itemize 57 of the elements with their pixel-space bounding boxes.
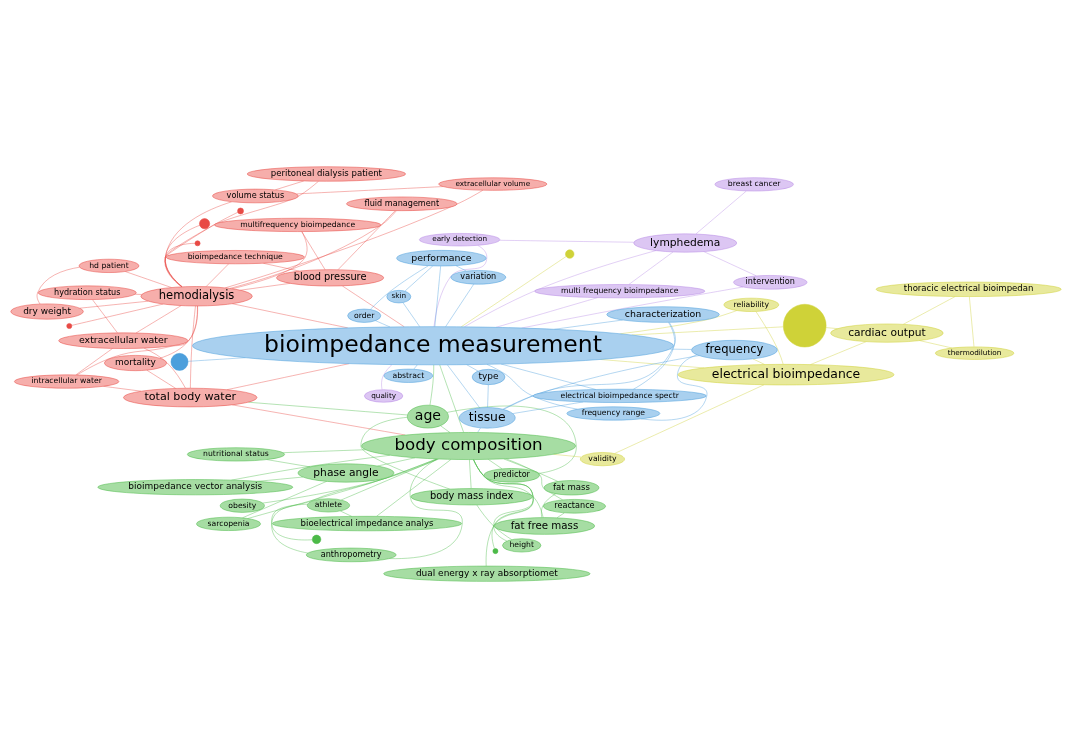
- node-ellipse: dual energy x ray absorptiomet: [383, 565, 591, 582]
- connector: [466, 363, 479, 371]
- connector: [439, 364, 464, 433]
- node-ellipse: blood pressure: [276, 268, 384, 286]
- node-ellipse: intervention: [733, 274, 808, 289]
- node-ellipse: volume status: [212, 188, 299, 203]
- node-ellipse: thoracic electrical bioimpedan: [875, 281, 1062, 297]
- node-circle: [492, 547, 499, 554]
- node-ellipse: hemodialysis: [140, 285, 253, 306]
- node-ellipse: fluid management: [346, 196, 458, 211]
- node-ellipse: total body water: [123, 387, 258, 407]
- node-circle: [66, 322, 73, 329]
- node-circle: [783, 303, 827, 347]
- connector: [556, 512, 565, 518]
- node-ellipse: bioelectrical impedance analys: [272, 515, 462, 531]
- connector: [360, 416, 451, 489]
- node-ellipse: dry weight: [10, 303, 84, 319]
- connector: [413, 363, 418, 370]
- connector: [440, 424, 451, 433]
- node-ellipse: hydration status: [37, 285, 137, 300]
- node-ellipse: frequency: [691, 339, 778, 360]
- node-ellipse: cardiac output: [830, 323, 944, 343]
- node-ellipse: fat mass: [543, 479, 600, 495]
- node-ellipse: electrical bioimpedance: [677, 363, 895, 385]
- connector: [339, 510, 353, 517]
- node-ellipse: performance: [396, 249, 487, 266]
- node-ellipse: peritoneal dialysis patient: [247, 165, 406, 181]
- node-ellipse: mortality: [104, 354, 167, 371]
- node-circle: [194, 239, 201, 246]
- node-ellipse: type: [471, 368, 506, 385]
- node-ellipse: extracellular water: [58, 332, 189, 349]
- node-ellipse: body mass index: [410, 487, 533, 505]
- node-circle: [170, 352, 189, 371]
- node-ellipse: anthropometry: [305, 547, 397, 562]
- node-ellipse: age: [407, 404, 449, 428]
- connector: [488, 458, 503, 469]
- node-ellipse: tissue: [458, 406, 516, 428]
- node-ellipse: characterization: [606, 305, 720, 323]
- node-ellipse: body composition: [361, 431, 576, 460]
- node-ellipse: variation: [450, 269, 507, 284]
- node-ellipse: predictor: [483, 467, 540, 482]
- node-ellipse: reactance: [543, 498, 606, 513]
- node-ellipse: fat free mass: [494, 516, 595, 535]
- node-ellipse: phase angle: [297, 463, 395, 482]
- node-ellipse: bioimpedance measurement: [192, 325, 674, 365]
- node-circle: [312, 534, 322, 544]
- node-circle: [199, 217, 210, 229]
- connector: [342, 285, 405, 327]
- node-circle: [237, 207, 244, 214]
- connector: [134, 293, 143, 295]
- connector: [455, 264, 467, 271]
- connector: [752, 358, 766, 365]
- connector: [369, 264, 429, 310]
- connector: [477, 427, 481, 433]
- node-circle: [565, 249, 575, 259]
- node-ellipse: bioimpedance vector analysis: [97, 478, 294, 495]
- node-ellipse: lymphedema: [633, 233, 737, 252]
